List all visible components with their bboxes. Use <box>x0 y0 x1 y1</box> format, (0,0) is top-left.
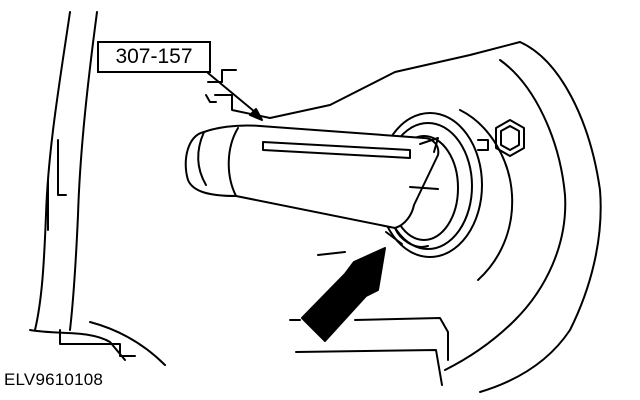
lower-housing-line <box>354 317 449 361</box>
tool-tip-bevel <box>197 131 207 186</box>
tool-slot <box>262 141 411 159</box>
tool-end-line <box>385 231 403 245</box>
left-panel-inner-edge <box>69 11 98 331</box>
bottom-left-curve <box>89 321 166 366</box>
upper-housing-lip <box>207 69 237 83</box>
left-panel-tab <box>57 139 67 196</box>
tool-shoulder <box>227 127 239 197</box>
figure-id: ELV9610108 <box>4 370 104 389</box>
tool-slot-2 <box>409 186 439 190</box>
dash-line <box>317 251 346 256</box>
upper-housing-edge <box>214 41 521 119</box>
small-bracket <box>477 139 489 151</box>
bottom-left-step <box>59 329 136 357</box>
arrow-icon <box>249 108 263 121</box>
arrow-icon <box>301 247 386 342</box>
hex-opening <box>495 119 525 157</box>
callout-leader <box>207 72 263 121</box>
tool-number-label: 307-157 <box>115 45 193 68</box>
upper-housing-notch <box>205 94 217 103</box>
tool-body <box>184 124 440 229</box>
tool-end-lip <box>394 227 429 248</box>
tool-number-callout: 307-157 <box>97 41 211 73</box>
left-panel-edge <box>34 11 71 331</box>
hex-opening-inner <box>500 125 520 151</box>
lower-housing-line-3 <box>295 349 443 386</box>
tool-307-157 <box>184 124 440 248</box>
shroud-inner <box>459 109 514 281</box>
shroud-mid <box>444 59 567 371</box>
shroud-outer <box>479 41 602 393</box>
tool-notch <box>419 137 439 153</box>
bottom-left-contour <box>29 329 126 361</box>
